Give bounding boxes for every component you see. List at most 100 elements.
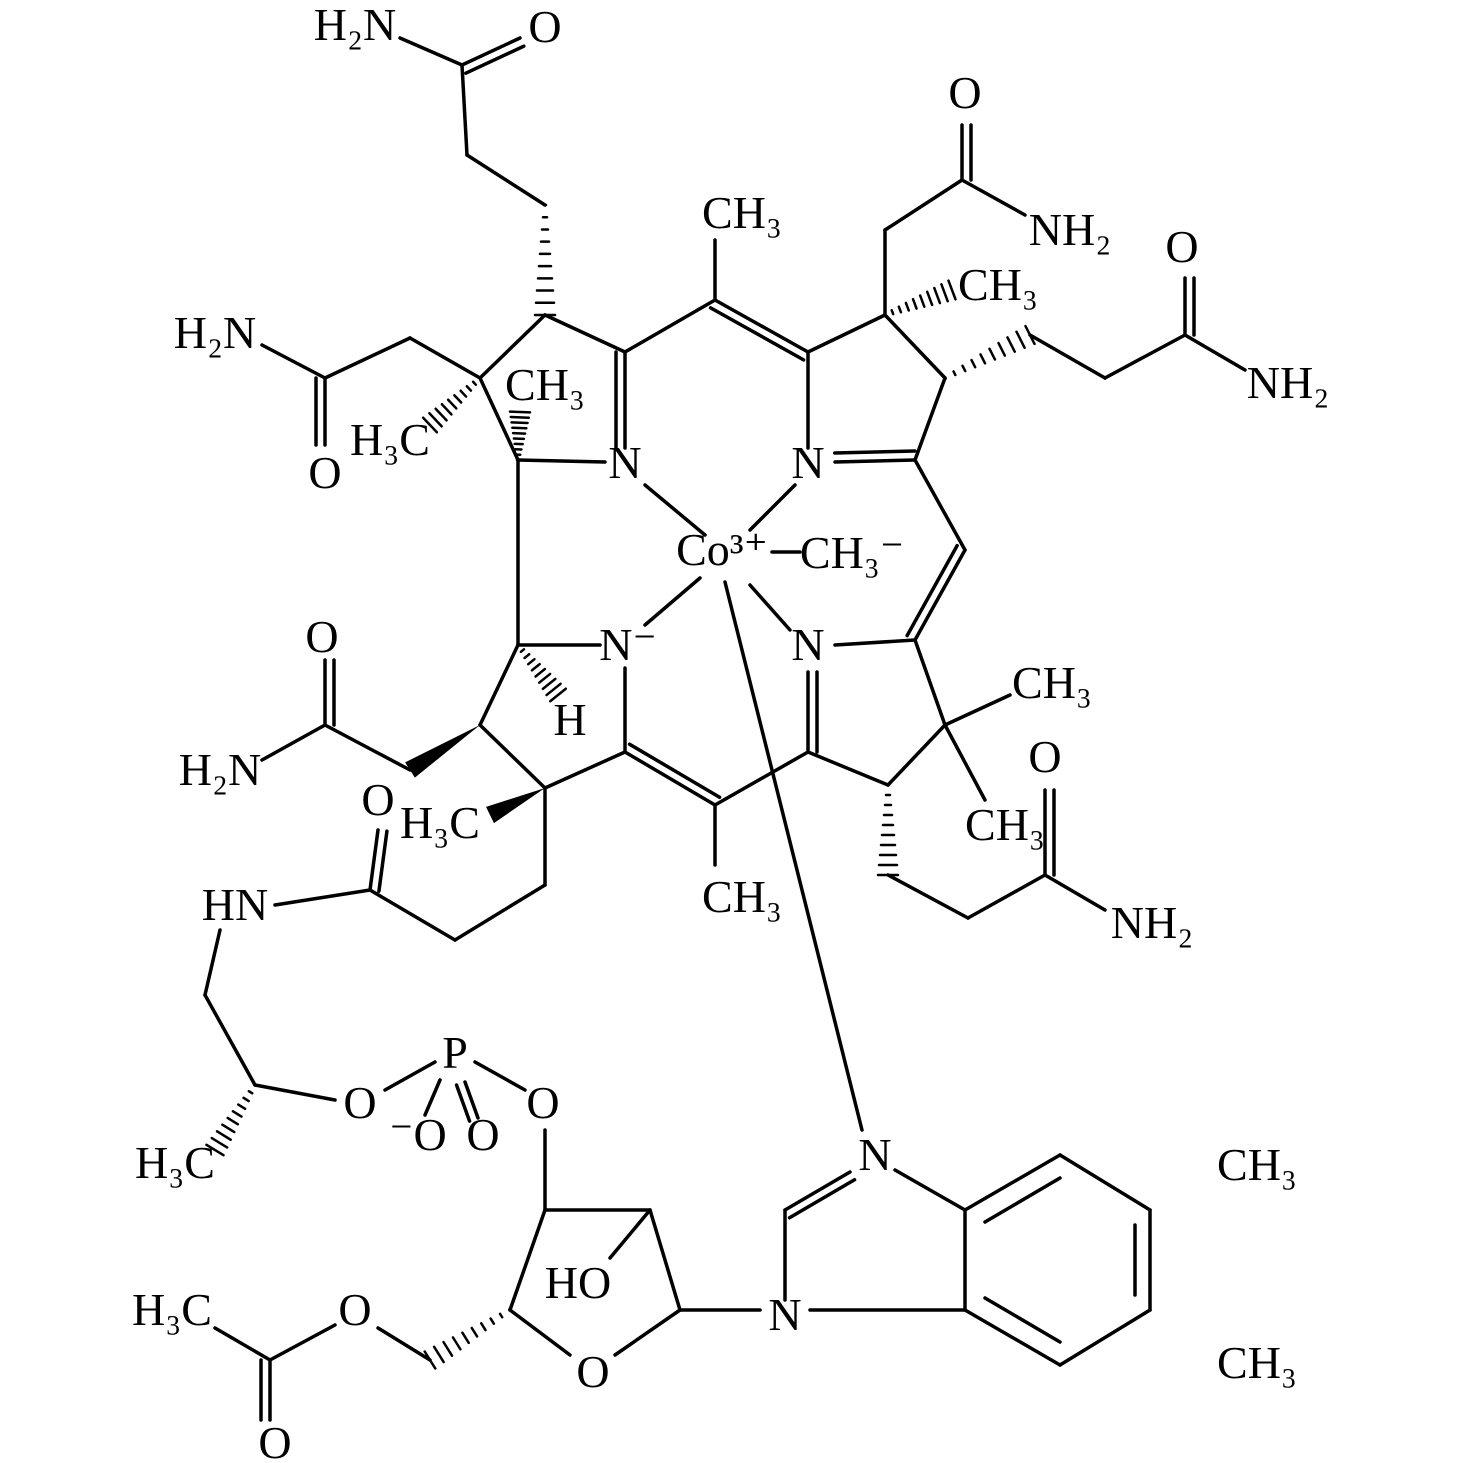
- single-bond: [323, 336, 412, 380]
- double-bond: [614, 350, 627, 450]
- atom-label: H₃C: [350, 414, 430, 465]
- hash-line: [537, 672, 552, 684]
- hash-line: [471, 380, 478, 386]
- single-bond: [748, 583, 792, 632]
- double-bond: [314, 376, 327, 447]
- hash-line: [446, 398, 458, 410]
- bond-line: [463, 1080, 480, 1120]
- single-bond: [473, 1060, 527, 1092]
- hash-line: [940, 283, 949, 303]
- single-bond: [806, 313, 887, 354]
- atom-label: O: [576, 1346, 609, 1397]
- hash-line: [247, 1089, 254, 1095]
- single-bond: [963, 1153, 1062, 1212]
- hash-line: [933, 286, 942, 305]
- bond-line: [627, 742, 722, 799]
- hash-line: [242, 1096, 250, 1103]
- atom-label: N: [608, 437, 641, 488]
- single-bond: [260, 723, 327, 762]
- bond-line: [783, 1170, 852, 1212]
- bond-line: [464, 44, 526, 75]
- hash-line: [911, 297, 918, 310]
- atom-label: NH₂: [1111, 897, 1193, 948]
- hashed-bond: [421, 376, 482, 434]
- double-bond: [833, 449, 917, 464]
- atom-label: CH₃: [1217, 1337, 1297, 1388]
- hash-line: [451, 1336, 462, 1351]
- atom-label: HN: [202, 879, 268, 930]
- hash-line: [428, 411, 443, 428]
- bond-line: [460, 36, 522, 67]
- double-bond: [708, 298, 810, 362]
- hash-line: [231, 1110, 243, 1118]
- atom-label: CH₃: [1217, 1139, 1297, 1190]
- double-bond: [259, 1358, 272, 1422]
- single-bond: [748, 483, 797, 532]
- atom-label: H₂N: [174, 307, 256, 358]
- single-bond: [806, 750, 890, 787]
- single-bond: [943, 693, 1012, 727]
- atom-label: P: [442, 1027, 468, 1078]
- single-bond: [833, 638, 917, 647]
- double-bond: [623, 742, 722, 807]
- atom-label: O: [1028, 731, 1061, 782]
- atom-label: H₂N: [179, 744, 261, 795]
- single-bond: [408, 336, 482, 380]
- atom-label: N: [768, 1289, 801, 1340]
- hash-line: [498, 1312, 504, 1319]
- single-bond: [1028, 333, 1107, 380]
- single-bond: [648, 1208, 682, 1312]
- single-bond: [213, 1326, 272, 1362]
- hash-line: [470, 1326, 479, 1338]
- single-bond: [368, 888, 457, 942]
- hashed-bond: [876, 783, 900, 877]
- hash-line: [215, 1130, 232, 1141]
- double-bond: [783, 1170, 857, 1220]
- hashed-bond: [533, 203, 557, 317]
- single-bond: [913, 458, 967, 552]
- single-bond: [643, 576, 702, 627]
- hash-line: [988, 347, 997, 361]
- hash-line: [534, 667, 547, 678]
- atom-label: ⁻O: [389, 1109, 447, 1160]
- hashed-bond: [205, 1083, 258, 1157]
- bond-line: [905, 543, 959, 638]
- hash-line: [205, 1143, 225, 1157]
- atom-label: CH₃: [505, 359, 585, 410]
- hash-line: [461, 1331, 470, 1345]
- hashed-bond: [515, 643, 568, 703]
- hash-line: [221, 1123, 236, 1134]
- atom-label: CH₃⁻: [800, 527, 904, 578]
- atom-label: CH₃: [1012, 657, 1092, 708]
- double-bond: [460, 36, 526, 75]
- single-bond: [423, 1078, 442, 1117]
- atom-label: O: [338, 1284, 371, 1335]
- single-bond: [260, 343, 327, 380]
- atom-label: O: [948, 67, 981, 118]
- atom-label: O: [526, 1077, 559, 1128]
- hash-line: [979, 353, 987, 365]
- hashed-bond: [508, 410, 532, 462]
- hash-line: [479, 1322, 487, 1332]
- atom-label: HO: [545, 1257, 611, 1308]
- atom-label: H: [553, 694, 586, 745]
- single-bond: [273, 888, 372, 907]
- atom-label: NH₂: [1029, 204, 1111, 255]
- atom-label: O: [258, 1417, 291, 1463]
- hashed-bond: [883, 279, 957, 318]
- hash-line: [1006, 336, 1016, 353]
- bond-line: [368, 828, 380, 892]
- hash-line: [541, 677, 557, 691]
- atom-label: CH₃: [958, 259, 1038, 310]
- single-bond: [460, 63, 469, 157]
- single-bond: [883, 313, 947, 380]
- atom-label: O: [343, 1077, 376, 1128]
- atom-label: Co³⁺: [676, 524, 768, 575]
- single-bond: [1183, 333, 1247, 372]
- bond-line: [454, 1083, 472, 1123]
- atom-label: N⁻: [599, 619, 657, 670]
- single-bond: [623, 298, 717, 354]
- hash-line: [918, 294, 926, 308]
- double-bond: [368, 828, 389, 893]
- single-bond: [508, 1308, 572, 1357]
